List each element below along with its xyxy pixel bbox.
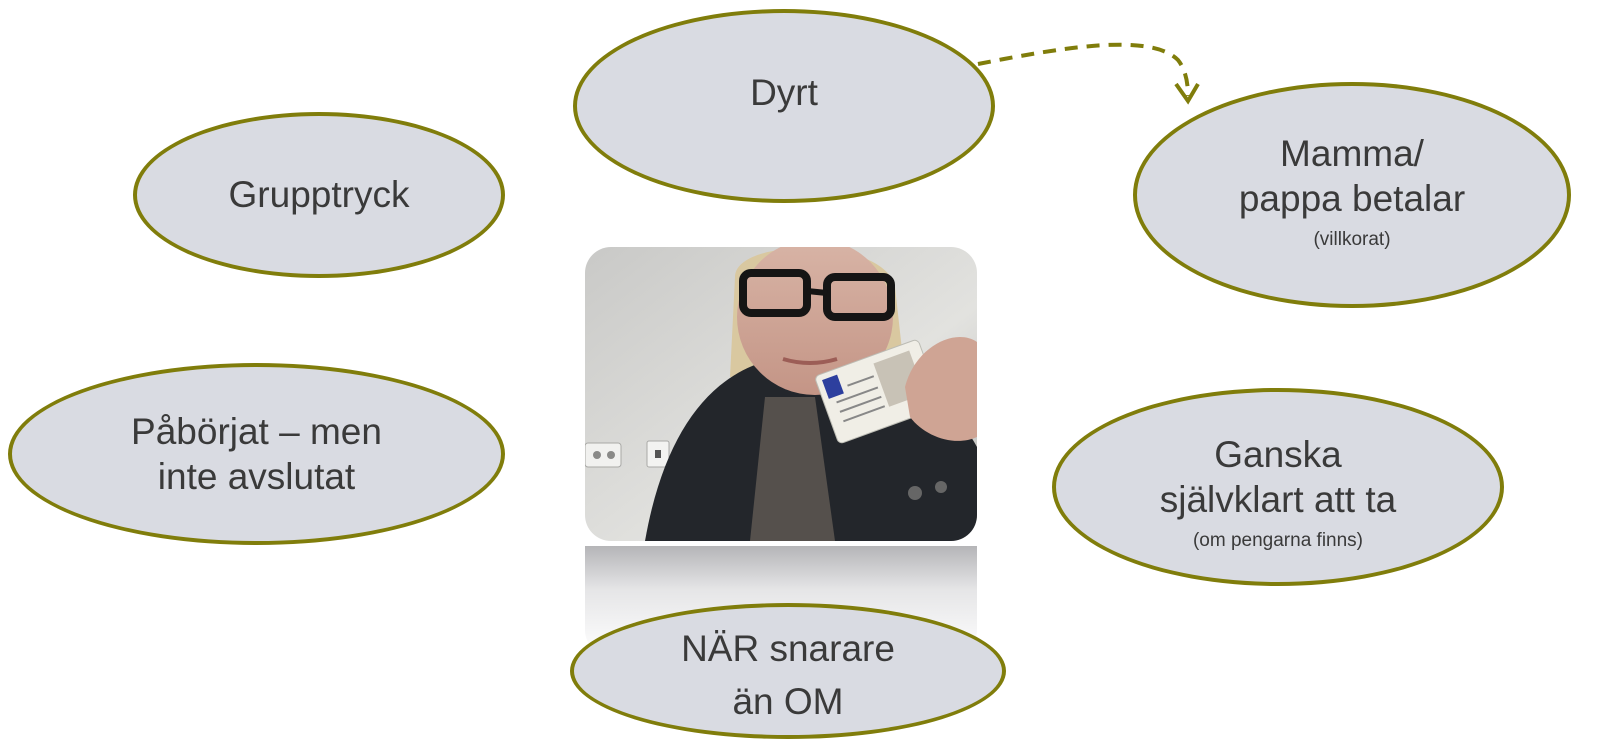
bubble-paborjat-line2: inte avslutat [157,456,356,497]
bubble-mamma-line1: Mamma/ [1280,133,1424,175]
bubble-dyrt: Dyrt [573,9,995,203]
bubble-paborjat: Påbörjat – men inte avslutat [8,363,505,545]
photo-person-holding-license [585,247,977,541]
bubble-paborjat-line1: Påbörjat – men [131,410,382,452]
bubble-ganska-sjalvklart: Ganska självklart att ta (om pengarna fi… [1052,388,1504,586]
bubble-nar-line2: än OM [732,681,844,722]
bubble-nar-snarare-an-om: NÄR snarare än OM [570,603,1006,739]
bubble-grupptryck: Grupptryck [133,112,505,278]
bubble-dyrt-label: Dyrt [750,72,818,114]
bubble-mamma-note: (villkorat) [1313,228,1391,250]
bubble-ganska-line1: Ganska [1214,434,1342,476]
bubble-mamma-pappa-betalar: Mamma/ pappa betalar (villkorat) [1133,82,1571,308]
photo-illustration [585,247,977,541]
bubble-ganska-line2: självklart att ta [1159,479,1397,521]
bubble-ganska-note: (om pengarna finns) [1192,529,1364,551]
bubble-grupptryck-label: Grupptryck [228,174,410,216]
bubble-mamma-line2: pappa betalar [1238,178,1466,220]
bubble-nar-line1: NÄR snarare [681,627,895,669]
